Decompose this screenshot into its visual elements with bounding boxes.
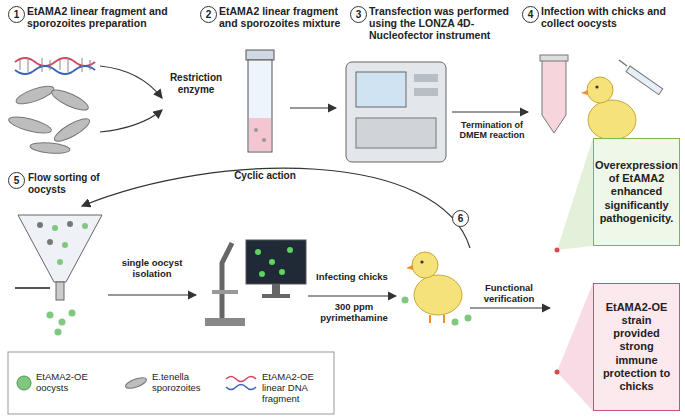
callout-number: 4 (522, 6, 539, 23)
step-label: Cyclic action (215, 170, 315, 182)
callout-number: 1 (8, 6, 25, 23)
legend-text: EtAMA2-OE oocysts (36, 372, 116, 394)
step-label: Flow sorting of oocysts (28, 172, 118, 195)
step-label: Restriction enzyme (160, 72, 232, 95)
step-label: Infecting chicks (312, 272, 392, 283)
flow-sorter (15, 215, 102, 336)
legend-text: E.tenella sporozoites (152, 372, 222, 394)
result-text: Overexpression of EtAMA2 enhanced signif… (595, 159, 678, 225)
callout-number: 3 (350, 6, 367, 23)
legend (8, 352, 334, 414)
callout-number: 5 (8, 172, 25, 189)
chick (402, 252, 472, 326)
callout-number: 2 (200, 6, 217, 23)
chick (581, 60, 663, 148)
step-label: Infection with chicks and collect oocyst… (541, 5, 679, 29)
sporozoites (7, 83, 92, 155)
step-label: EtAMA2 linear fragment and sporozoites p… (27, 5, 202, 29)
step-label: single oocyst isolation (112, 258, 192, 280)
tube (540, 55, 568, 133)
dna-fragment (15, 58, 95, 74)
microscope (205, 240, 306, 326)
result-box: EtAMA2-OE strain provided strong immune … (593, 283, 680, 411)
nucleofector-instrument (346, 62, 446, 162)
step-label: Transfection was performed using the LON… (369, 5, 519, 41)
cuvette (246, 50, 274, 152)
step-label: 300 ppm pyrimethamine (306, 302, 402, 324)
result-text: EtAMA2-OE strain provided strong immune … (600, 301, 673, 393)
step-label: Termination of DMEM reaction (452, 120, 532, 141)
step-label: EtAMA2 linear fragment and sporozoites m… (219, 5, 344, 29)
callout-number: 6 (452, 210, 469, 227)
legend-text: EtAMA2-OE linear DNA fragment (262, 372, 332, 405)
result-box: Overexpression of EtAMA2 enhanced signif… (593, 138, 680, 246)
step-label: Functional verification (470, 283, 548, 305)
